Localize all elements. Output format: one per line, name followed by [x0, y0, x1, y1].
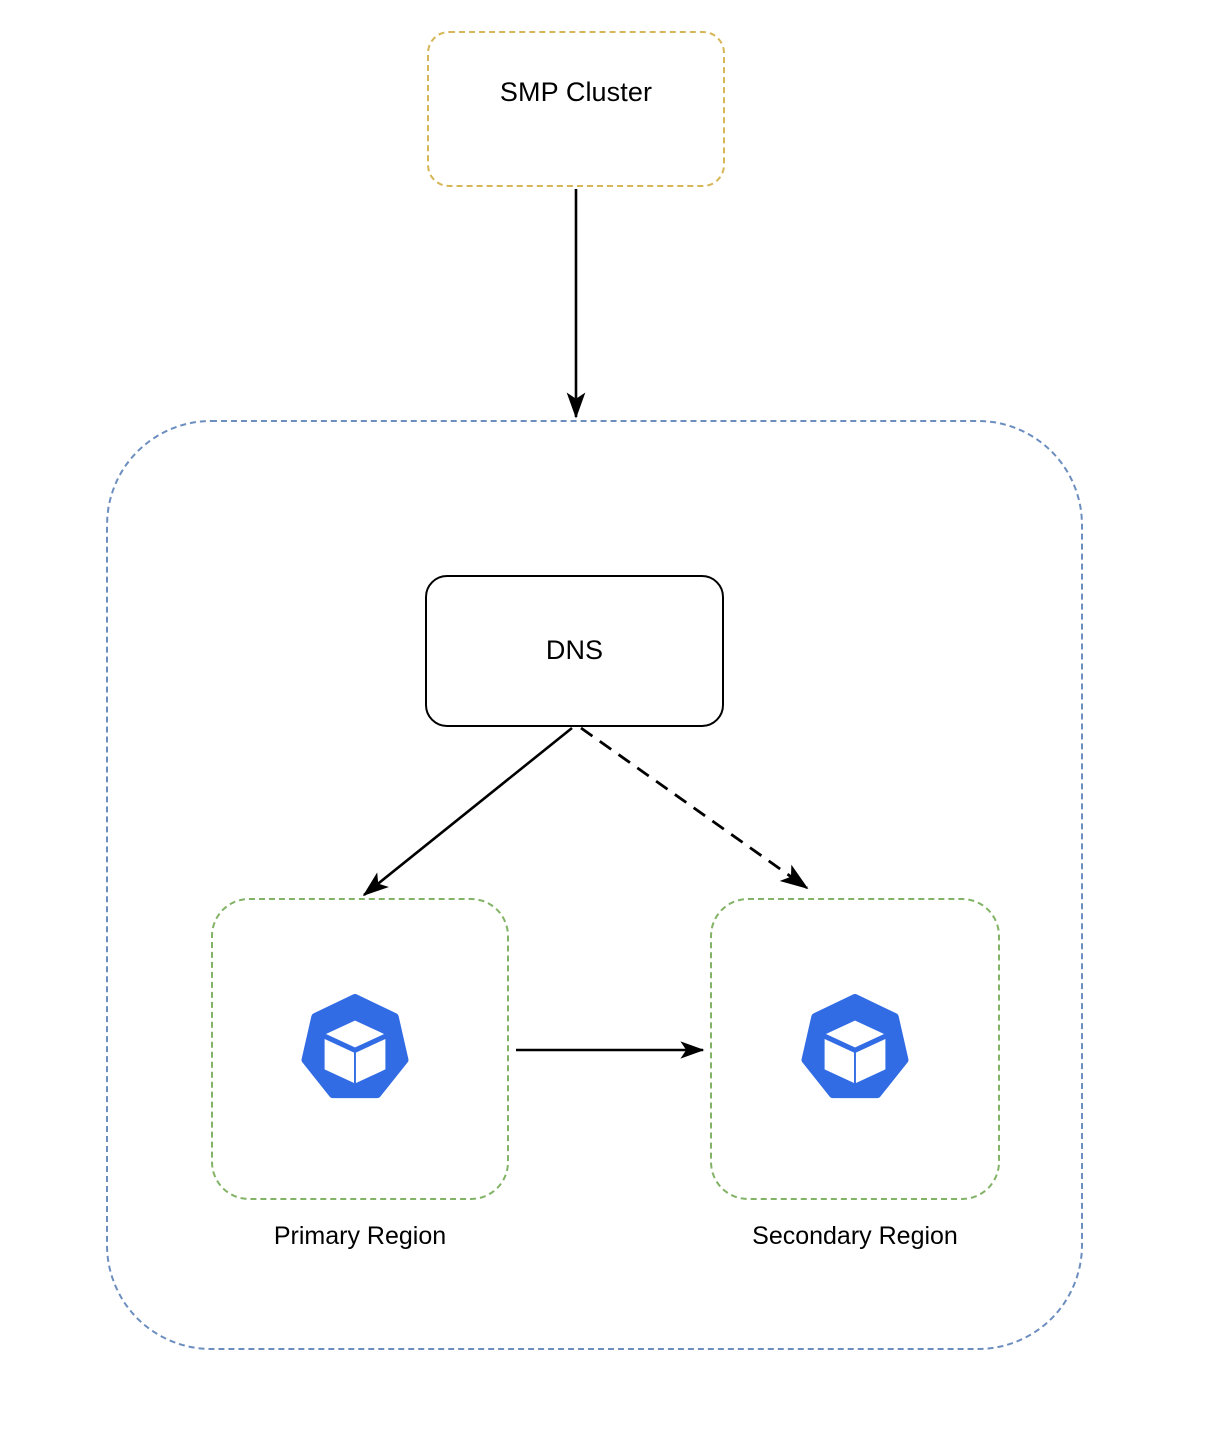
secondary-region-label: Secondary Region: [752, 1222, 958, 1250]
smp-cluster-label: SMP Cluster: [499, 77, 653, 108]
smp-cluster-node[interactable]: SMP Cluster: [427, 31, 725, 187]
multi-region-container[interactable]: [106, 420, 1083, 1350]
secondary-region-box[interactable]: [710, 898, 1000, 1200]
primary-region-label: Primary Region: [273, 1222, 447, 1250]
primary-region-box[interactable]: [211, 898, 509, 1200]
kubernetes-icon: [301, 994, 409, 1099]
dns-label: DNS: [545, 635, 604, 666]
dns-node[interactable]: DNS: [425, 575, 724, 727]
kubernetes-icon: [801, 994, 909, 1099]
